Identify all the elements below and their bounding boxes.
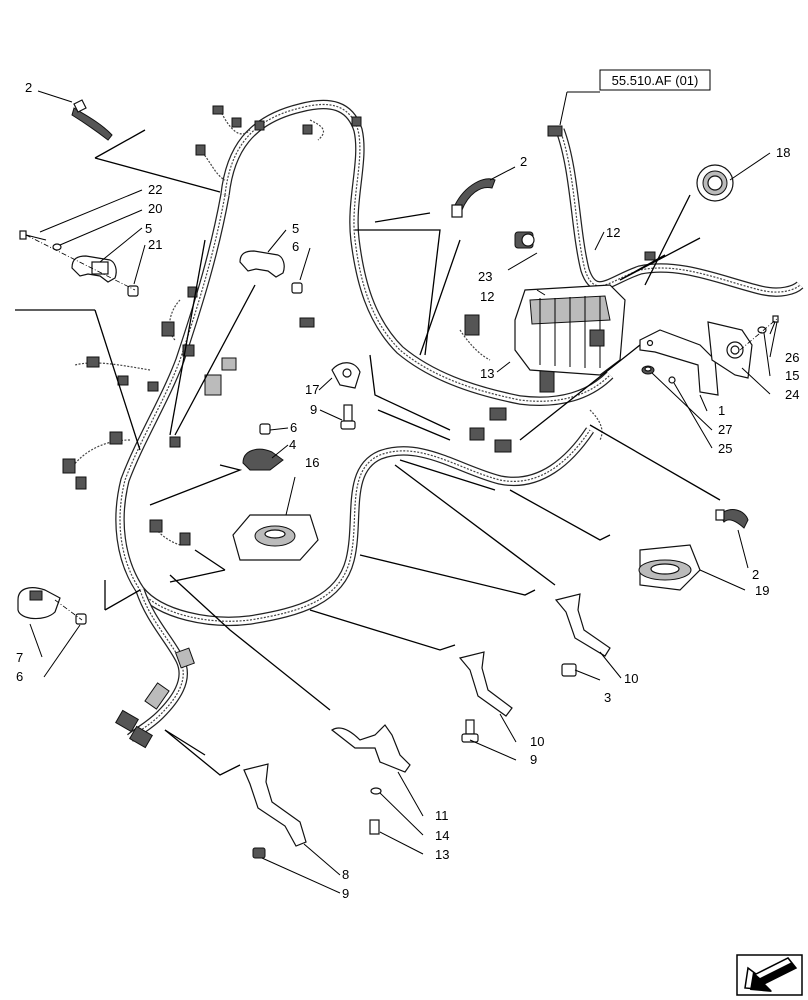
arrow-down-left-icon[interactable]: [736, 954, 803, 996]
screw-26: [769, 315, 779, 335]
callout-2: 2: [520, 154, 527, 169]
callout-25: 25: [718, 441, 732, 456]
callout-6: 6: [292, 239, 299, 254]
callout-15: 15: [785, 368, 799, 383]
clamp-7: [17, 587, 61, 620]
callout-6: 6: [16, 669, 23, 684]
callout-2: 2: [752, 567, 759, 582]
clamp-5-left: [71, 255, 117, 283]
cable-tie-2-top-left: [71, 99, 113, 141]
bolt-9-lower: [461, 719, 479, 743]
main-harness: [69, 99, 804, 742]
nut-25: [668, 376, 676, 384]
bolt-9-center: [340, 404, 356, 430]
reference-label[interactable]: 55.510.AF (01): [599, 69, 711, 91]
bracket-11: [330, 724, 411, 773]
cable-tie-2-right: [715, 509, 749, 529]
bracket-8: [243, 763, 307, 847]
washer-14: [370, 787, 382, 795]
bolt-9-bottom: [252, 847, 266, 859]
callout-9: 9: [342, 886, 349, 901]
grommet-27: [641, 365, 655, 375]
callout-8: 8: [342, 867, 349, 882]
bracket-10-lower: [458, 651, 513, 717]
clamp-5-right: [239, 250, 285, 278]
callout-14: 14: [435, 828, 449, 843]
nut-6-top: [291, 282, 303, 294]
grommet-18: [696, 164, 734, 202]
callout-22: 22: [148, 182, 162, 197]
callout-2: 2: [25, 80, 32, 95]
callout-leaders: [29, 90, 778, 894]
callout-26: 26: [785, 350, 799, 365]
nut-21: [127, 285, 139, 297]
washer-15: [757, 326, 767, 334]
washer-20: [52, 243, 62, 251]
callout-17: 17: [305, 382, 319, 397]
callout-24: 24: [785, 387, 799, 402]
callout-5: 5: [145, 221, 152, 236]
callout-21: 21: [148, 237, 162, 252]
callout-7: 7: [16, 650, 23, 665]
reference-label-text: 55.510.AF (01): [612, 73, 699, 88]
grommet-19: [638, 544, 701, 591]
callout-20: 20: [148, 201, 162, 216]
callout-10: 10: [530, 734, 544, 749]
callout-9: 9: [310, 402, 317, 417]
bolt-13-lower: [369, 819, 380, 835]
callout-11: 11: [435, 808, 449, 823]
section-markers: [15, 129, 721, 776]
callout-13: 13: [480, 366, 494, 381]
cable-tie-2-center: [451, 178, 496, 218]
fuse-relay-box: [514, 231, 626, 376]
callout-5: 5: [292, 221, 299, 236]
nut-3: [561, 663, 577, 677]
plate-24: [707, 321, 753, 379]
nut-6-mid: [259, 423, 271, 435]
rubber-pad-16: [232, 514, 319, 561]
callout-10: 10: [624, 671, 638, 686]
callout-12: 12: [480, 289, 494, 304]
callout-4: 4: [289, 437, 296, 452]
callout-12: 12: [606, 225, 620, 240]
callout-18: 18: [776, 145, 790, 160]
harness-connectors: [62, 105, 656, 749]
callout-9: 9: [530, 752, 537, 767]
callout-1: 1: [718, 403, 725, 418]
callout-16: 16: [305, 455, 319, 470]
bracket-1: [639, 329, 719, 396]
clamp-4: [242, 448, 284, 471]
callout-23: 23: [478, 269, 492, 284]
callout-numbers: 2 2 2 3 4 5 5 6 6 6 7 8 9 9 9 10 10 11 1…: [16, 80, 799, 901]
callout-27: 27: [718, 422, 732, 437]
callout-13: 13: [435, 847, 449, 862]
callout-3: 3: [604, 690, 611, 705]
callout-19: 19: [755, 583, 769, 598]
callout-6: 6: [290, 420, 297, 435]
bracket-10-upper: [554, 593, 611, 657]
clamp-17: [331, 362, 361, 389]
